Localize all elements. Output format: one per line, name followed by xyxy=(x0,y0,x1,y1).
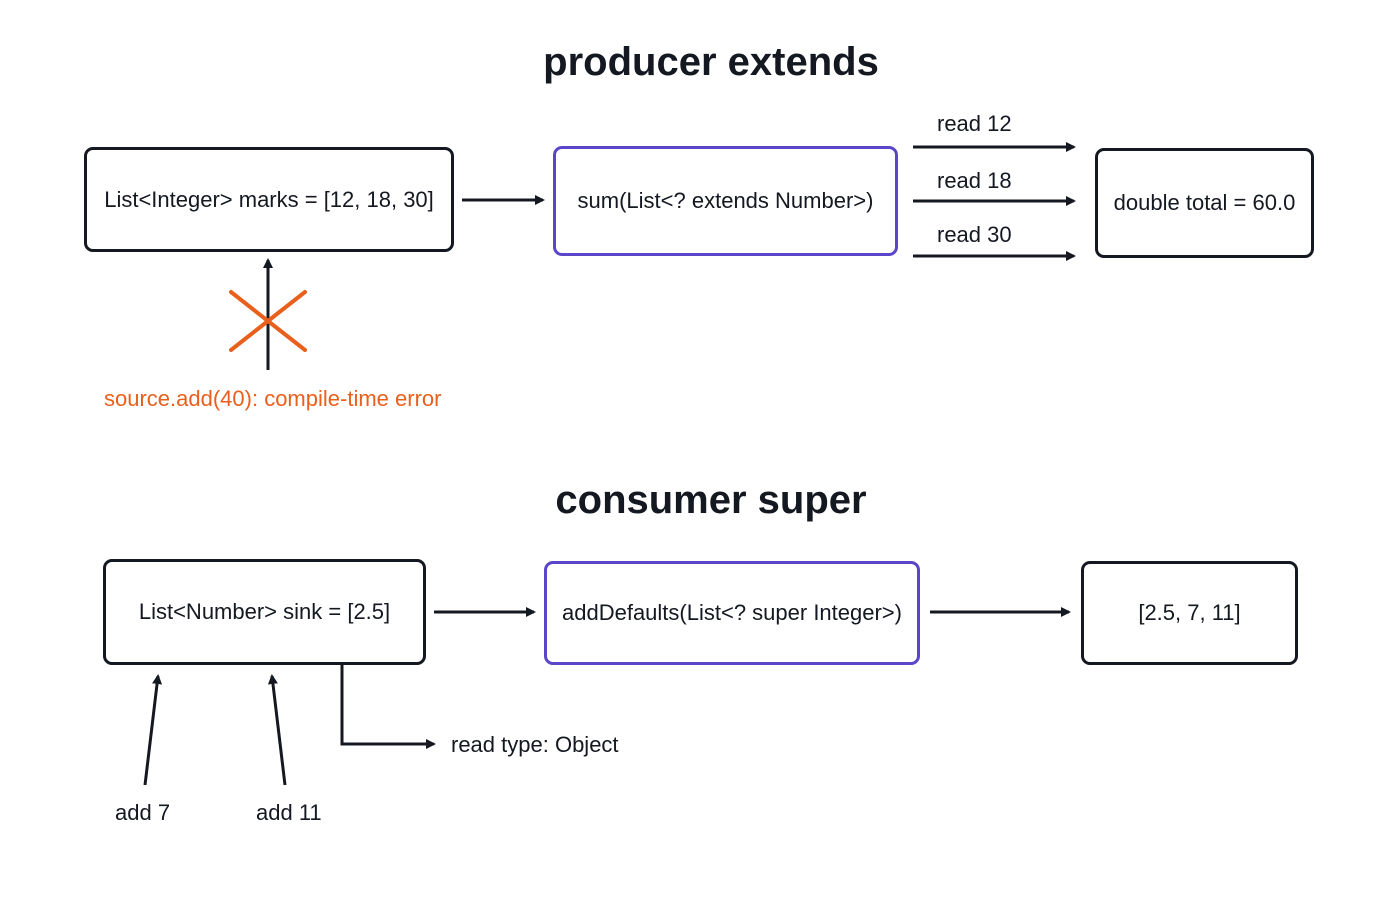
total-result-label: double total = 60.0 xyxy=(1113,190,1296,215)
total-result-box: double total = 60.0 xyxy=(1095,148,1314,258)
sink-result-box: [2.5, 7, 11] xyxy=(1081,561,1298,665)
read-18-label: read 18 xyxy=(937,168,1012,193)
sink-result-label: [2.5, 7, 11] xyxy=(1138,600,1241,625)
producer-heading: producer extends xyxy=(543,40,879,84)
blocked-cross-icon xyxy=(229,290,307,352)
read-30-label: read 30 xyxy=(937,222,1012,247)
consumer-heading: consumer super xyxy=(555,478,867,522)
read-12-label: read 12 xyxy=(937,111,1012,136)
arrow-add-11 xyxy=(267,674,287,786)
source-list-label: List<Integer> marks = [12, 18, 30] xyxy=(104,186,434,212)
arrow-add-7 xyxy=(143,674,163,786)
compile-error-label: source.add(40): compile-time error xyxy=(104,386,442,411)
add-11-label: add 11 xyxy=(256,800,322,825)
read-type-label: read type: Object xyxy=(451,732,619,757)
add-defaults-method-label: addDefaults(List<? super Integer>) xyxy=(562,600,902,625)
add-7-label: add 7 xyxy=(115,800,171,825)
sink-list-label: List<Number> sink = [2.5] xyxy=(138,599,391,624)
arrow-read-type xyxy=(340,664,436,749)
sum-method-box: sum(List<? extends Number>) xyxy=(553,146,898,256)
add-defaults-method-box: addDefaults(List<? super Integer>) xyxy=(544,561,920,665)
sum-method-label: sum(List<? extends Number>) xyxy=(577,188,874,213)
source-list-box: List<Integer> marks = [12, 18, 30] xyxy=(84,147,454,252)
sink-list-box: List<Number> sink = [2.5] xyxy=(103,559,426,665)
